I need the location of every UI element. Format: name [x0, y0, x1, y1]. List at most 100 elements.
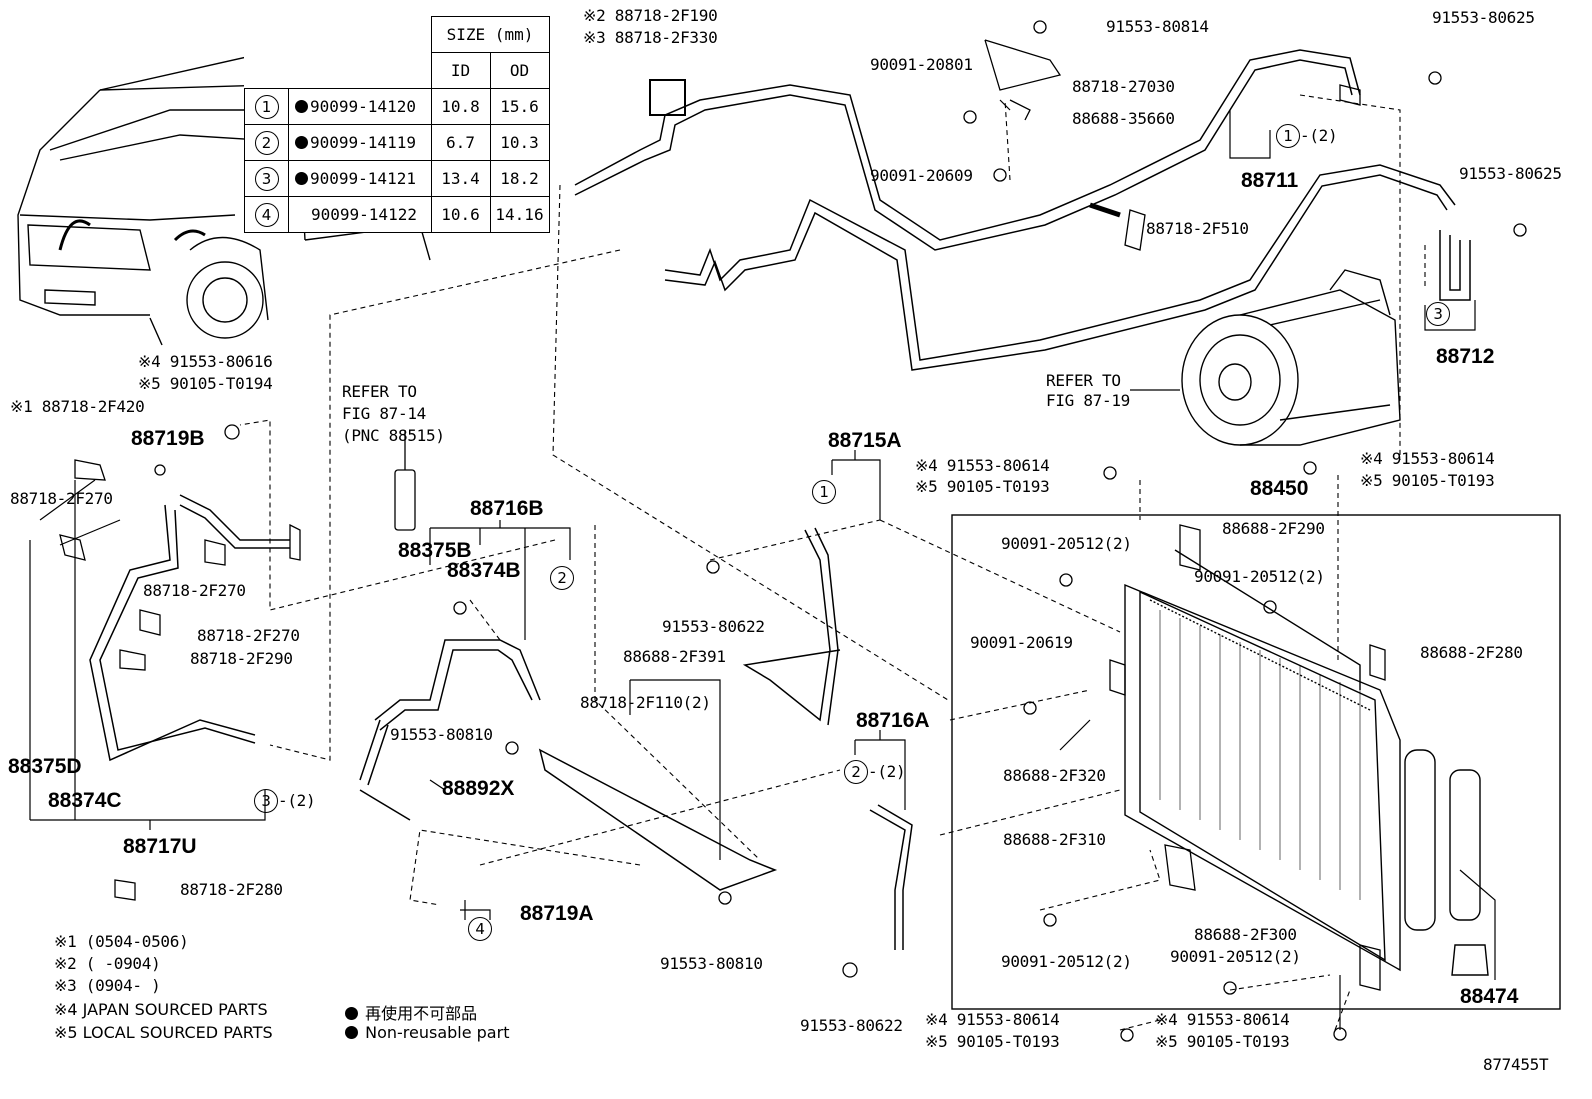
callout-suffix: -(2): [278, 791, 316, 810]
refer-fig-87-14-line3: (PNC 88515): [342, 426, 445, 445]
legend-jp-text: 再使用不可部品: [365, 1004, 478, 1023]
label-91553-80625-right: 91553-80625: [1459, 164, 1562, 183]
refer-fig-87-19-line1: REFER TO: [1046, 371, 1121, 390]
ref-circle: 4: [254, 202, 279, 227]
label-88717u: 88717U: [123, 835, 197, 858]
id-value: 13.4: [430, 160, 491, 197]
label-90091-20609: 90091-20609: [870, 166, 973, 185]
label-88450: 88450: [1250, 477, 1309, 500]
label-91553-80616: ※4 91553-80616: [138, 352, 273, 371]
ref-circle: 1: [254, 94, 279, 119]
label-88718-2f510: 88718-2F510: [1146, 219, 1249, 238]
label-88718-2f290: 88718-2F290: [190, 649, 293, 668]
table-row: 1 90099-14120 10.8 15.6: [244, 88, 550, 125]
refer-fig-87-19-line2: FIG 87-19: [1046, 391, 1130, 410]
label-88474: 88474: [1460, 985, 1519, 1008]
label-88718-2f270-a: 88718-2F270: [10, 489, 113, 508]
part-number: 90099-14119: [310, 133, 416, 152]
note-4: ※4 JAPAN SOURCED PARTS: [54, 1000, 268, 1019]
label-91553-80614-a: ※4 91553-80614: [915, 456, 1050, 475]
non-reusable-dot-icon: [345, 1007, 358, 1020]
label-88688-2f391: 88688-2F391: [623, 647, 726, 666]
od-value: 15.6: [489, 88, 550, 125]
label-90105-t0194: ※5 90105-T0194: [138, 374, 273, 393]
label-90091-20512-d: 90091-20512(2): [1170, 947, 1301, 966]
non-reusable-dot-icon: [295, 172, 308, 185]
refer-fig-87-14-line1: REFER TO: [342, 382, 417, 401]
callout-suffix: -(2): [1300, 126, 1338, 145]
ref-circle: 2: [254, 130, 279, 155]
legend-en: Non-reusable part: [345, 1023, 509, 1042]
label-91553-80810-a: 91553-80810: [390, 725, 493, 744]
label-90105-t0193-d: ※5 90105-T0193: [1155, 1032, 1290, 1051]
part-number: 90099-14120: [310, 97, 416, 116]
label-88718-2f110: 88718-2F110(2): [580, 693, 711, 712]
label-88711: 88711: [1241, 169, 1299, 192]
od-value: 14.16: [489, 196, 550, 233]
table-row: 3 90099-14121 13.4 18.2: [244, 160, 550, 197]
label-88718-2f270-b: 88718-2F270: [143, 581, 246, 600]
label-91553-80814: 91553-80814: [1106, 17, 1209, 36]
callout-circle: 2: [844, 760, 868, 784]
part-number: 90099-14121: [310, 169, 416, 188]
callout-3b-label: 3-(2): [254, 789, 316, 813]
label-88718-27030: 88718-27030: [1072, 77, 1175, 96]
callout-suffix: -(2): [868, 762, 906, 781]
compressor: [1181, 269, 1401, 446]
callout-1b-label: 1: [812, 480, 836, 504]
callout-circle: 2: [550, 566, 574, 590]
non-reusable-dot-icon: [345, 1026, 358, 1039]
label-88718-2f270-c: 88718-2F270: [197, 626, 300, 645]
label-91553-80622-b: 91553-80622: [800, 1016, 903, 1035]
size-table: SIZE (mm) ID OD 1 90099-14120 10.8 15.6 …: [244, 16, 550, 233]
label-88374b: 88374B: [447, 559, 521, 582]
note-2: ※2 ( -0904): [54, 954, 161, 973]
label-88719a: 88719A: [520, 902, 594, 925]
van-illustration: [17, 17, 431, 346]
legend-jp: 再使用不可部品: [345, 1000, 477, 1024]
label-90105-t0193-c: ※5 90105-T0193: [925, 1032, 1060, 1051]
note-3: ※3 (0904- ): [54, 976, 161, 995]
label-90091-20512-b: 90091-20512(2): [1194, 567, 1325, 586]
id-value: 10.8: [430, 88, 491, 125]
label-88688-2f300: 88688-2F300: [1194, 925, 1297, 944]
label-90105-t0193-b: ※5 90105-T0193: [1360, 471, 1495, 490]
label-88375d: 88375D: [8, 755, 82, 778]
note-1: ※1 (0504-0506): [54, 932, 189, 951]
label-88688-35660: 88688-35660: [1072, 109, 1175, 128]
label-91553-80614-c: ※4 91553-80614: [925, 1010, 1060, 1029]
condenser: [951, 514, 1561, 1010]
label-88716a: 88716A: [856, 709, 930, 732]
label-91553-80622-a: 91553-80622: [662, 617, 765, 636]
table-row: 2 90099-14119 6.7 10.3: [244, 124, 550, 161]
label-88718-2f190: ※2 88718-2F190: [583, 6, 718, 25]
label-88688-2f280: 88688-2F280: [1420, 643, 1523, 662]
col-id-header: ID: [430, 52, 491, 89]
label-91553-80614-b: ※4 91553-80614: [1360, 449, 1495, 468]
label-90105-t0193-a: ※5 90105-T0193: [915, 477, 1050, 496]
size-table-header: SIZE (mm): [430, 16, 550, 53]
callout-4-label: 4: [468, 917, 492, 941]
ref-circle: 3: [254, 166, 279, 191]
legend-en-text: Non-reusable part: [365, 1023, 510, 1042]
id-value: 10.6: [430, 196, 491, 233]
callout-3-label: 3: [1426, 302, 1450, 326]
od-value: 10.3: [489, 124, 550, 161]
callout-1-label: 1-(2): [1276, 124, 1338, 148]
callout-circle: 1: [812, 480, 836, 504]
figure-id: 877455T: [1483, 1055, 1549, 1074]
col-od-header: OD: [489, 52, 550, 89]
od-value: 18.2: [489, 160, 550, 197]
table-row: 4 90099-14122 10.6 14.16: [244, 196, 550, 233]
callout-circle: 3: [254, 789, 278, 813]
non-reusable-dot-icon: [295, 136, 308, 149]
label-91553-80614-d: ※4 91553-80614: [1155, 1010, 1290, 1029]
label-90091-20512-a: 90091-20512(2): [1001, 534, 1132, 553]
label-88688-2f310: 88688-2F310: [1003, 830, 1106, 849]
label-88688-2f320: 88688-2F320: [1003, 766, 1106, 785]
label-88712: 88712: [1436, 345, 1495, 368]
label-88718-2f330: ※3 88718-2F330: [583, 28, 718, 47]
callout-circle: 3: [1426, 302, 1450, 326]
note-5: ※5 LOCAL SOURCED PARTS: [54, 1023, 273, 1042]
